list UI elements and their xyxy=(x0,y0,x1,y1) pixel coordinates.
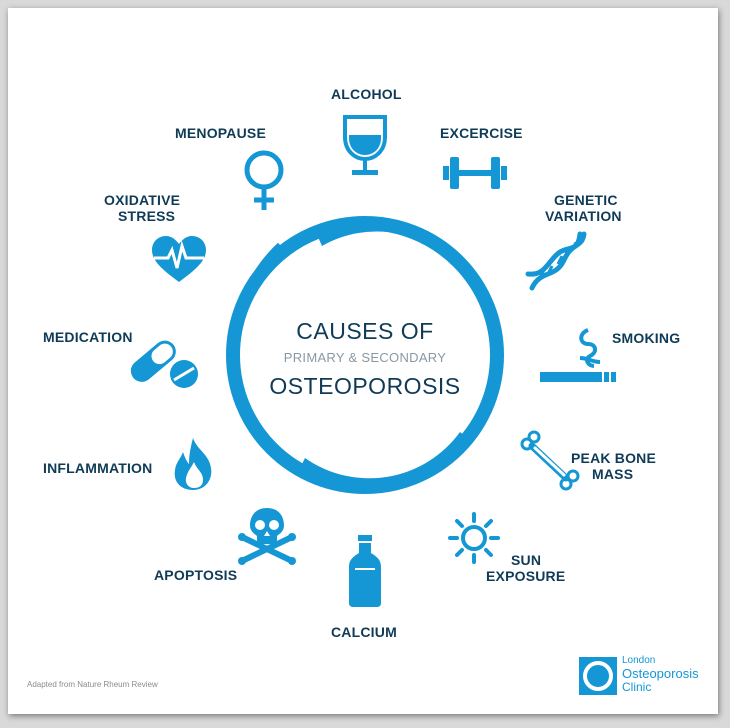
wine-glass-icon xyxy=(341,115,389,177)
center-title-line1: CAUSES OF xyxy=(296,318,434,344)
clinic-logo: London Osteoporosis Clinic xyxy=(579,655,709,695)
dna-icon xyxy=(525,230,588,292)
label-inflammation: INFLAMMATION xyxy=(43,460,153,476)
skull-crossbones-icon xyxy=(238,506,296,565)
heart-pulse-icon xyxy=(150,236,208,284)
bone-icon xyxy=(520,430,580,491)
sun-icon xyxy=(448,512,500,564)
label-alcohol: ALCOHOL xyxy=(331,86,402,102)
label-exercise: EXCERCISE xyxy=(440,125,523,141)
pills-icon xyxy=(126,332,200,390)
label-variation: VARIATION xyxy=(545,208,622,224)
logo-line-clinic: Clinic xyxy=(622,680,652,694)
logo-line-osteoporosis: Osteoporosis xyxy=(622,666,699,681)
label-peak-bone: PEAK BONE xyxy=(571,450,657,466)
source-credit: Adapted from Nature Rheum Review xyxy=(27,680,158,689)
label-genetic: GENETIC xyxy=(554,192,618,208)
label-stress: STRESS xyxy=(118,208,176,224)
dumbbell-icon xyxy=(443,153,507,193)
label-smoking: SMOKING xyxy=(612,330,681,346)
flame-icon xyxy=(173,438,215,490)
label-oxidative: OXIDATIVE xyxy=(104,192,181,208)
clinic-logo-mark xyxy=(579,657,617,695)
label-apoptosis: APOPTOSIS xyxy=(154,567,238,583)
label-exposure: EXPOSURE xyxy=(486,568,566,584)
label-menopause: MENOPAUSE xyxy=(175,125,266,141)
center-subtitle: PRIMARY & SECONDARY xyxy=(283,350,447,365)
logo-line-london: London xyxy=(622,655,656,666)
cigarette-icon xyxy=(540,328,618,384)
label-mass: MASS xyxy=(592,466,634,482)
label-medication: MEDICATION xyxy=(43,329,133,345)
label-sun: SUN xyxy=(511,552,542,568)
milk-bottle-icon xyxy=(347,535,383,607)
label-calcium: CALCIUM xyxy=(331,624,397,640)
venus-icon xyxy=(242,150,286,212)
center-title-line2: OSTEOPOROSIS xyxy=(269,373,461,399)
